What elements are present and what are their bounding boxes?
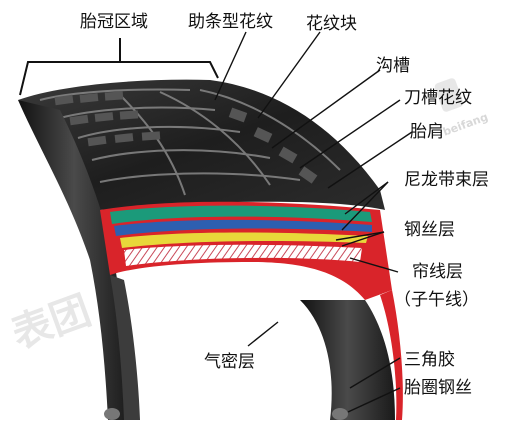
label-steel-belt: 钢丝层 — [404, 220, 455, 240]
label-apex: 三角胶 — [404, 350, 455, 370]
label-sipe-pattern: 刀槽花纹 — [404, 88, 472, 108]
label-rib-pattern: 助条型花纹 — [188, 12, 273, 32]
label-nylon-belt: 尼龙带束层 — [404, 170, 489, 190]
label-groove: 沟槽 — [376, 56, 410, 76]
label-tread-block: 花纹块 — [306, 14, 357, 34]
label-carcass: 帘线层 — [412, 262, 463, 282]
bead-wire-left — [104, 408, 120, 420]
bead-wire-right — [332, 408, 348, 420]
label-inner-liner: 气密层 — [204, 352, 255, 372]
label-radial: （子午线） — [394, 290, 479, 310]
label-crown-area: 胎冠区域 — [80, 12, 148, 32]
label-bead-wire: 胎圈钢丝 — [404, 378, 472, 398]
label-shoulder: 胎肩 — [410, 122, 444, 142]
right-sidewall — [300, 300, 395, 420]
